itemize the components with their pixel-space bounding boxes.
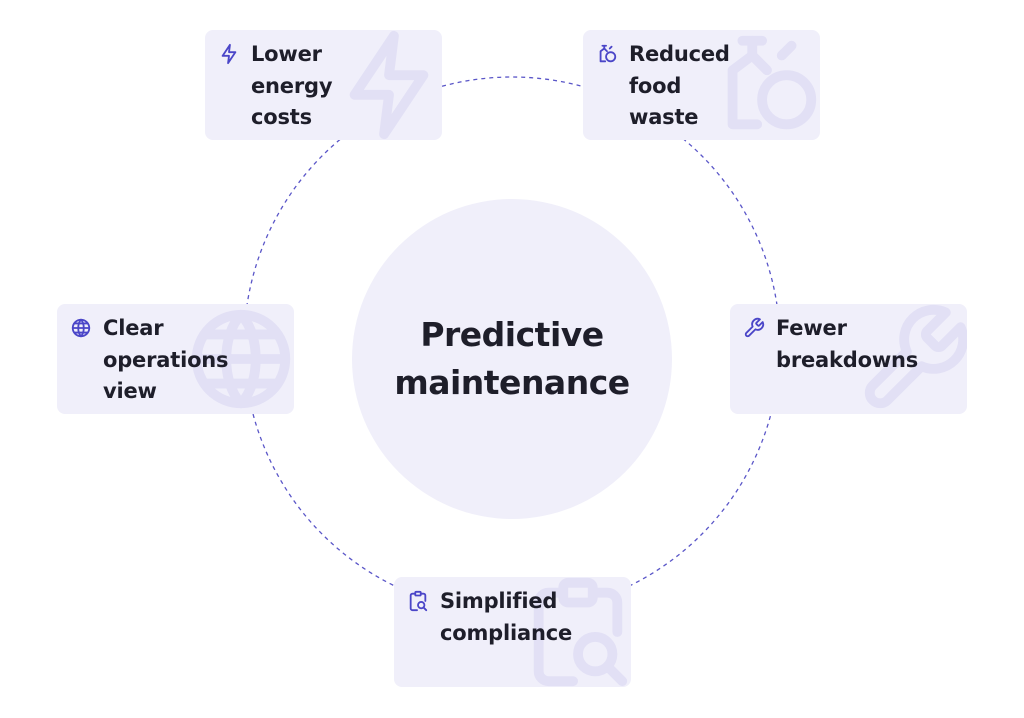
hub-title-line-1: Predictive [420, 315, 604, 354]
label-line: food [629, 73, 682, 98]
globe-watermark-icon [191, 309, 291, 409]
label-line: Simplified [440, 589, 558, 613]
label-line: costs [251, 105, 312, 129]
label-line: waste [629, 105, 699, 129]
lightning-icon [221, 43, 237, 65]
clipboard-search-watermark-icon [533, 577, 628, 687]
globe-icon [71, 318, 91, 338]
center-hub: Predictive maintenance [352, 199, 672, 519]
label-line: Fewer [776, 316, 847, 340]
clipboard-search-icon [409, 590, 428, 612]
label-line: operations [103, 347, 229, 372]
benefit-card-operations-view: Clear operations view [57, 304, 294, 414]
benefit-label: Reduced food waste [629, 39, 814, 134]
lightning-watermark-icon [349, 30, 429, 140]
food-waste-icon [599, 44, 617, 63]
benefit-card-food-waste: Reduced food waste [583, 30, 820, 140]
hub-title: Predictive maintenance [372, 311, 652, 407]
benefit-card-energy: Lower energy costs [205, 30, 442, 140]
benefit-card-compliance: Simplified compliance [394, 577, 631, 687]
label-line: energy [251, 73, 333, 98]
label-line: breakdowns [776, 347, 919, 372]
benefit-label: Fewer breakdowns [776, 313, 961, 376]
benefit-label: Clear operations view [103, 313, 288, 408]
label-line: Clear [103, 316, 164, 340]
wrench-watermark-icon [864, 304, 967, 409]
label-line: Lower [251, 42, 322, 66]
wrench-icon [744, 317, 765, 338]
hub-title-line-2: maintenance [394, 363, 630, 402]
label-line: compliance [440, 620, 572, 645]
benefit-label: Simplified compliance [440, 586, 625, 649]
label-line: Reduced [629, 42, 730, 66]
benefit-label: Lower energy costs [251, 39, 436, 134]
label-line: view [103, 379, 157, 403]
benefit-card-breakdowns: Fewer breakdowns [730, 304, 967, 414]
food-waste-watermark-icon [727, 35, 817, 130]
